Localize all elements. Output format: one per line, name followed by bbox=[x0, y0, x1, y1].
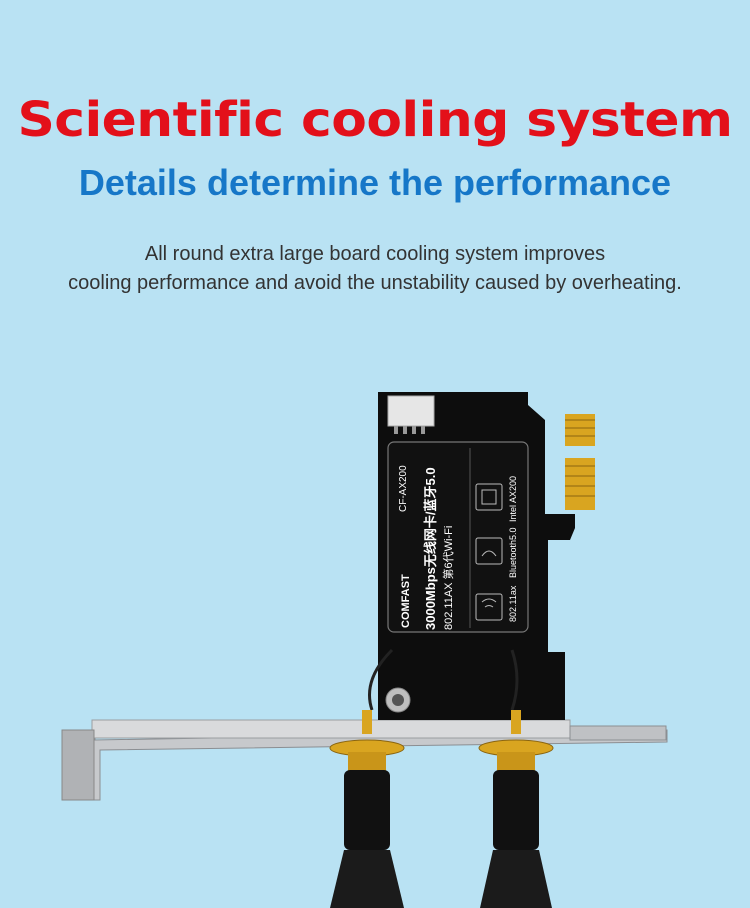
card-title: 3000Mbps无线网卡/蓝牙5.0 bbox=[423, 467, 438, 630]
pcb-board bbox=[368, 392, 595, 720]
card-model: CF-AX200 bbox=[398, 465, 409, 512]
description-line-2: cooling performance and avoid the unstab… bbox=[68, 272, 682, 294]
description: All round extra large board cooling syst… bbox=[0, 240, 750, 298]
feature-wifi-label: 802.11ax bbox=[508, 585, 518, 622]
wifi6-icon bbox=[475, 593, 503, 621]
description-line-1: All round extra large board cooling syst… bbox=[144, 243, 606, 265]
antenna-left bbox=[329, 710, 405, 908]
feature-chip-label: Intel AX200 bbox=[508, 475, 518, 522]
card-brand: COMFAST bbox=[400, 574, 412, 628]
antenna-right bbox=[478, 710, 554, 908]
bluetooth-gamepad-icon bbox=[475, 537, 503, 565]
subheadline: Details determine the performance bbox=[78, 162, 672, 203]
pci-bracket bbox=[61, 719, 668, 801]
headline: Scientific cooling system bbox=[17, 92, 733, 148]
feature-bt-label: Bluetooth5.0 bbox=[508, 527, 518, 578]
card-subtitle: 802.11AX 第6代Wi-Fi bbox=[443, 525, 455, 630]
chip-icon bbox=[475, 483, 503, 511]
